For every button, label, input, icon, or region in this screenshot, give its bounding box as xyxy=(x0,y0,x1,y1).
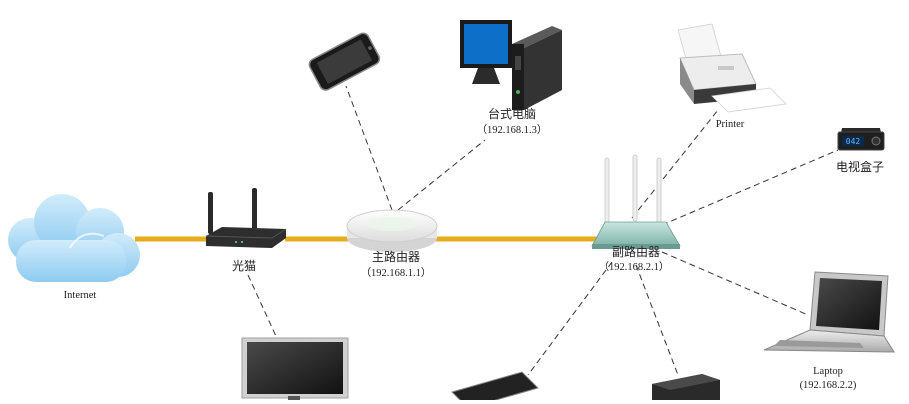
modem-icon xyxy=(205,188,287,248)
main-router-label: 主路由器 xyxy=(371,250,421,264)
main-router-icon xyxy=(346,209,438,252)
main-router-ip: （192.168.1.1） xyxy=(360,268,432,279)
printer-label: Printer xyxy=(715,119,745,130)
tv-box-display: 042 xyxy=(846,137,861,146)
desktop-computer-icon xyxy=(460,20,562,110)
link-sub-laptop xyxy=(661,251,809,316)
monitor-icon xyxy=(241,337,349,404)
laptop-icon xyxy=(763,271,895,353)
cloud-icon xyxy=(8,194,140,282)
tv-box-icon: 042 xyxy=(837,128,885,151)
link-sub-tablet xyxy=(527,261,613,376)
link-main-desktop xyxy=(397,139,486,211)
sub-router-ip: （192.168.2.1） xyxy=(598,262,670,273)
link-sub-printer xyxy=(631,109,719,219)
wireless-links xyxy=(247,85,839,376)
link-sub-pc xyxy=(635,264,679,376)
desktop-ip: （192.168.1.3） xyxy=(476,125,548,136)
sub-router-icon xyxy=(591,154,681,249)
phone-icon xyxy=(308,32,381,91)
modem-label: 光猫 xyxy=(231,259,257,273)
desktop-label: 台式电脑 xyxy=(487,107,537,121)
printer-icon xyxy=(677,23,787,113)
tv-box-label: 电视盒子 xyxy=(835,160,885,174)
internet-label: Internet xyxy=(63,290,97,301)
tablet-icon xyxy=(451,371,539,404)
pc-tower-icon xyxy=(652,374,720,404)
link-main-phone xyxy=(345,85,393,211)
link-modem-monitor xyxy=(247,274,281,346)
laptop-label: Laptop xyxy=(813,366,843,377)
laptop-ip: (192.168.2.2) xyxy=(799,380,857,391)
sub-router-label: 副路由器 xyxy=(611,245,661,259)
link-sub-tvbox xyxy=(661,149,839,226)
